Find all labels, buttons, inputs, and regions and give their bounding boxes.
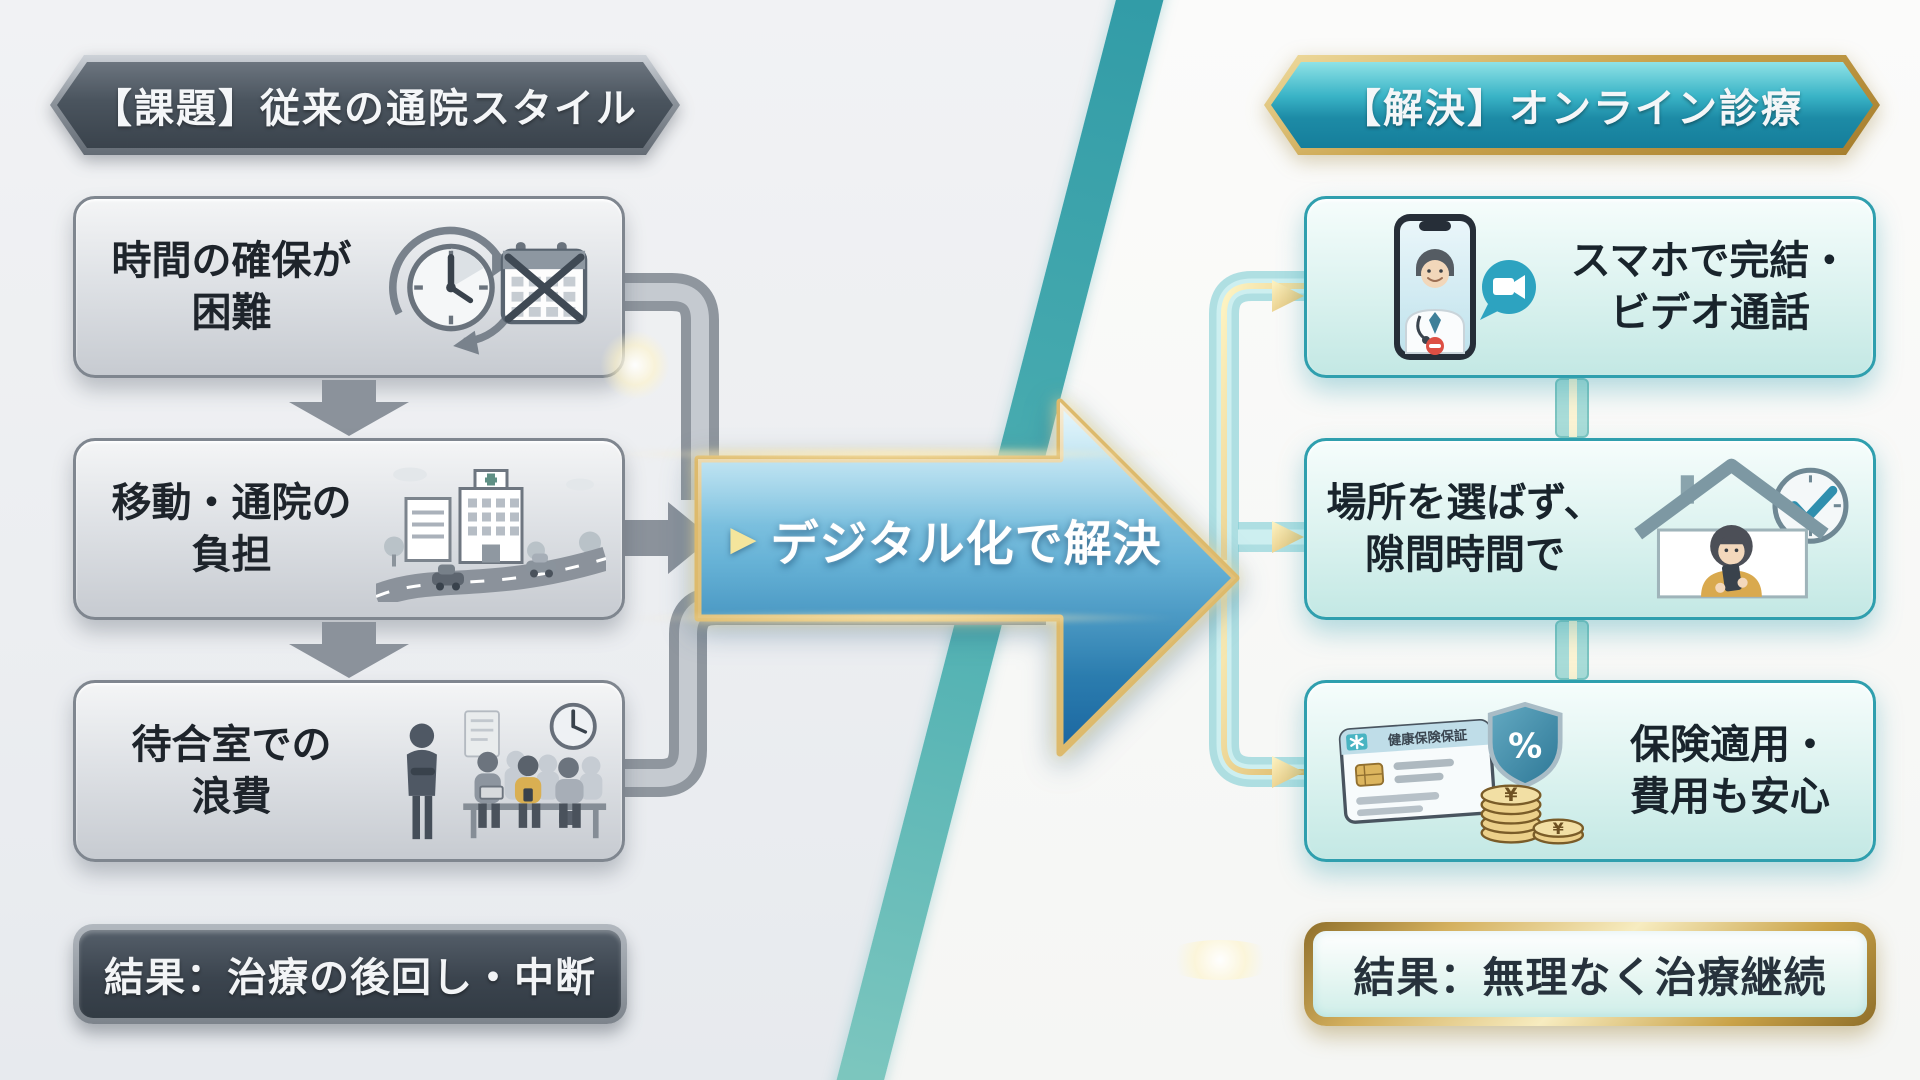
problem-box-waiting: 待合室での 浪費 bbox=[73, 680, 625, 862]
problem-box-time: 時間の確保が 困難 bbox=[73, 196, 625, 378]
down-arrow-icon bbox=[289, 380, 409, 436]
sparkle bbox=[1160, 940, 1280, 980]
insurance-card-label: 健康保険保証 bbox=[1387, 727, 1467, 749]
coin-yen-label: ¥ bbox=[1553, 819, 1564, 838]
arrow-label: ▶ デジタル化で解決 bbox=[730, 516, 1162, 572]
video-call-icon bbox=[1319, 211, 1559, 363]
solution-box-anywhere: 場所を選ばず、 隙間時間で bbox=[1304, 438, 1876, 620]
problem-result-box: 結果：治療の後回し・中断 bbox=[73, 924, 627, 1024]
solution-box-smartphone: スマホで完結・ ビデオ通話 bbox=[1304, 196, 1876, 378]
problem-box-travel: 移動・通院の 負担 bbox=[73, 438, 625, 620]
light-streak bbox=[600, 448, 1180, 460]
problem-header-title: 【課題】従来の通院スタイル bbox=[92, 86, 638, 132]
light-streak bbox=[620, 612, 1180, 624]
coin-yen-label: ¥ bbox=[1504, 784, 1517, 806]
play-bullet-icon: ▶ bbox=[730, 519, 757, 559]
hospital-road-icon bbox=[373, 456, 608, 602]
home-anytime-icon bbox=[1611, 453, 1861, 605]
solution-header-title: 【解決】オンライン診療 bbox=[1341, 86, 1803, 132]
right-arrow-icon bbox=[612, 502, 712, 574]
problem-header-banner: 【課題】従来の通院スタイル bbox=[50, 55, 680, 155]
down-arrow-icon bbox=[289, 622, 409, 678]
solution-result-text: 結果：無理なく治療継続 bbox=[1353, 952, 1827, 1002]
waiting-room-icon bbox=[373, 696, 608, 846]
solution-header-banner: 【解決】オンライン診療 bbox=[1264, 55, 1880, 155]
solution-box-insurance: 健康保険保証 % ¥ bbox=[1304, 680, 1876, 862]
sparkle bbox=[600, 330, 670, 400]
clock-calendar-icon bbox=[373, 214, 608, 360]
problem-result-text: 結果：治療の後回し・中断 bbox=[104, 955, 596, 1001]
solution-result-box: 結果：無理なく治療継続 bbox=[1304, 922, 1876, 1026]
insurance-cost-icon: 健康保険保証 % ¥ bbox=[1319, 693, 1599, 849]
shield-percent-label: % bbox=[1508, 726, 1542, 766]
